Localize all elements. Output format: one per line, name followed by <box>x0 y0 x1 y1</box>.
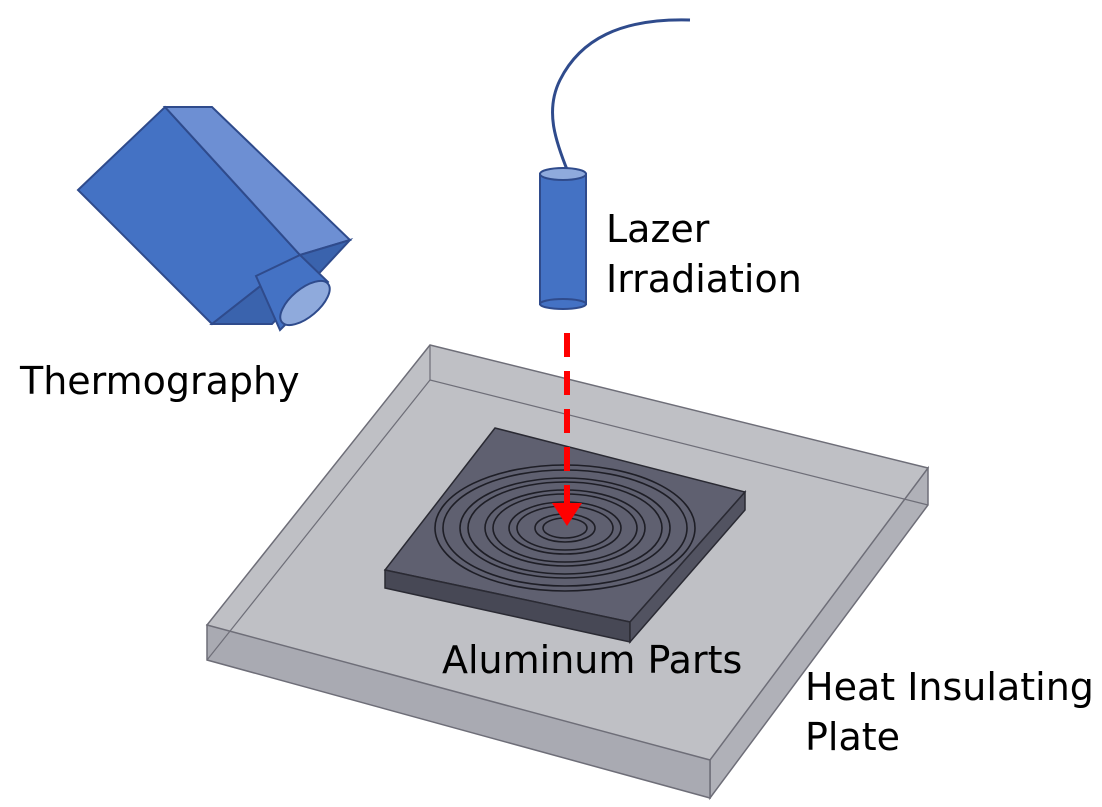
camera-lens <box>254 253 330 332</box>
laser-label-line1: Lazer <box>606 207 710 251</box>
laser-head <box>539 18 691 310</box>
laser-label-line2: Irradiation <box>606 257 802 301</box>
laser-arrow-head <box>552 503 582 526</box>
aluminum-parts-label: Aluminum Parts <box>442 638 743 682</box>
concentric-grooves <box>434 464 696 592</box>
plate-label-line1: Heat Insulating <box>805 665 1094 709</box>
plate-hidden-edge <box>206 379 431 661</box>
thermography-camera <box>76 105 354 332</box>
laser-beam <box>552 333 582 526</box>
plate-label-line2: Plate <box>805 715 901 759</box>
aluminum-part <box>383 427 747 645</box>
thermography-label: Thermography <box>20 359 300 403</box>
laser-cylinder-bottom <box>539 298 587 310</box>
laser-cylinder-body <box>539 173 587 305</box>
camera-lens-glass <box>279 279 331 327</box>
laser-cylinder-top <box>539 167 587 181</box>
plate-front-face <box>206 624 711 799</box>
part-right-face <box>629 490 746 645</box>
plate-hidden-edge <box>429 379 929 506</box>
laser-cable <box>551 18 691 173</box>
